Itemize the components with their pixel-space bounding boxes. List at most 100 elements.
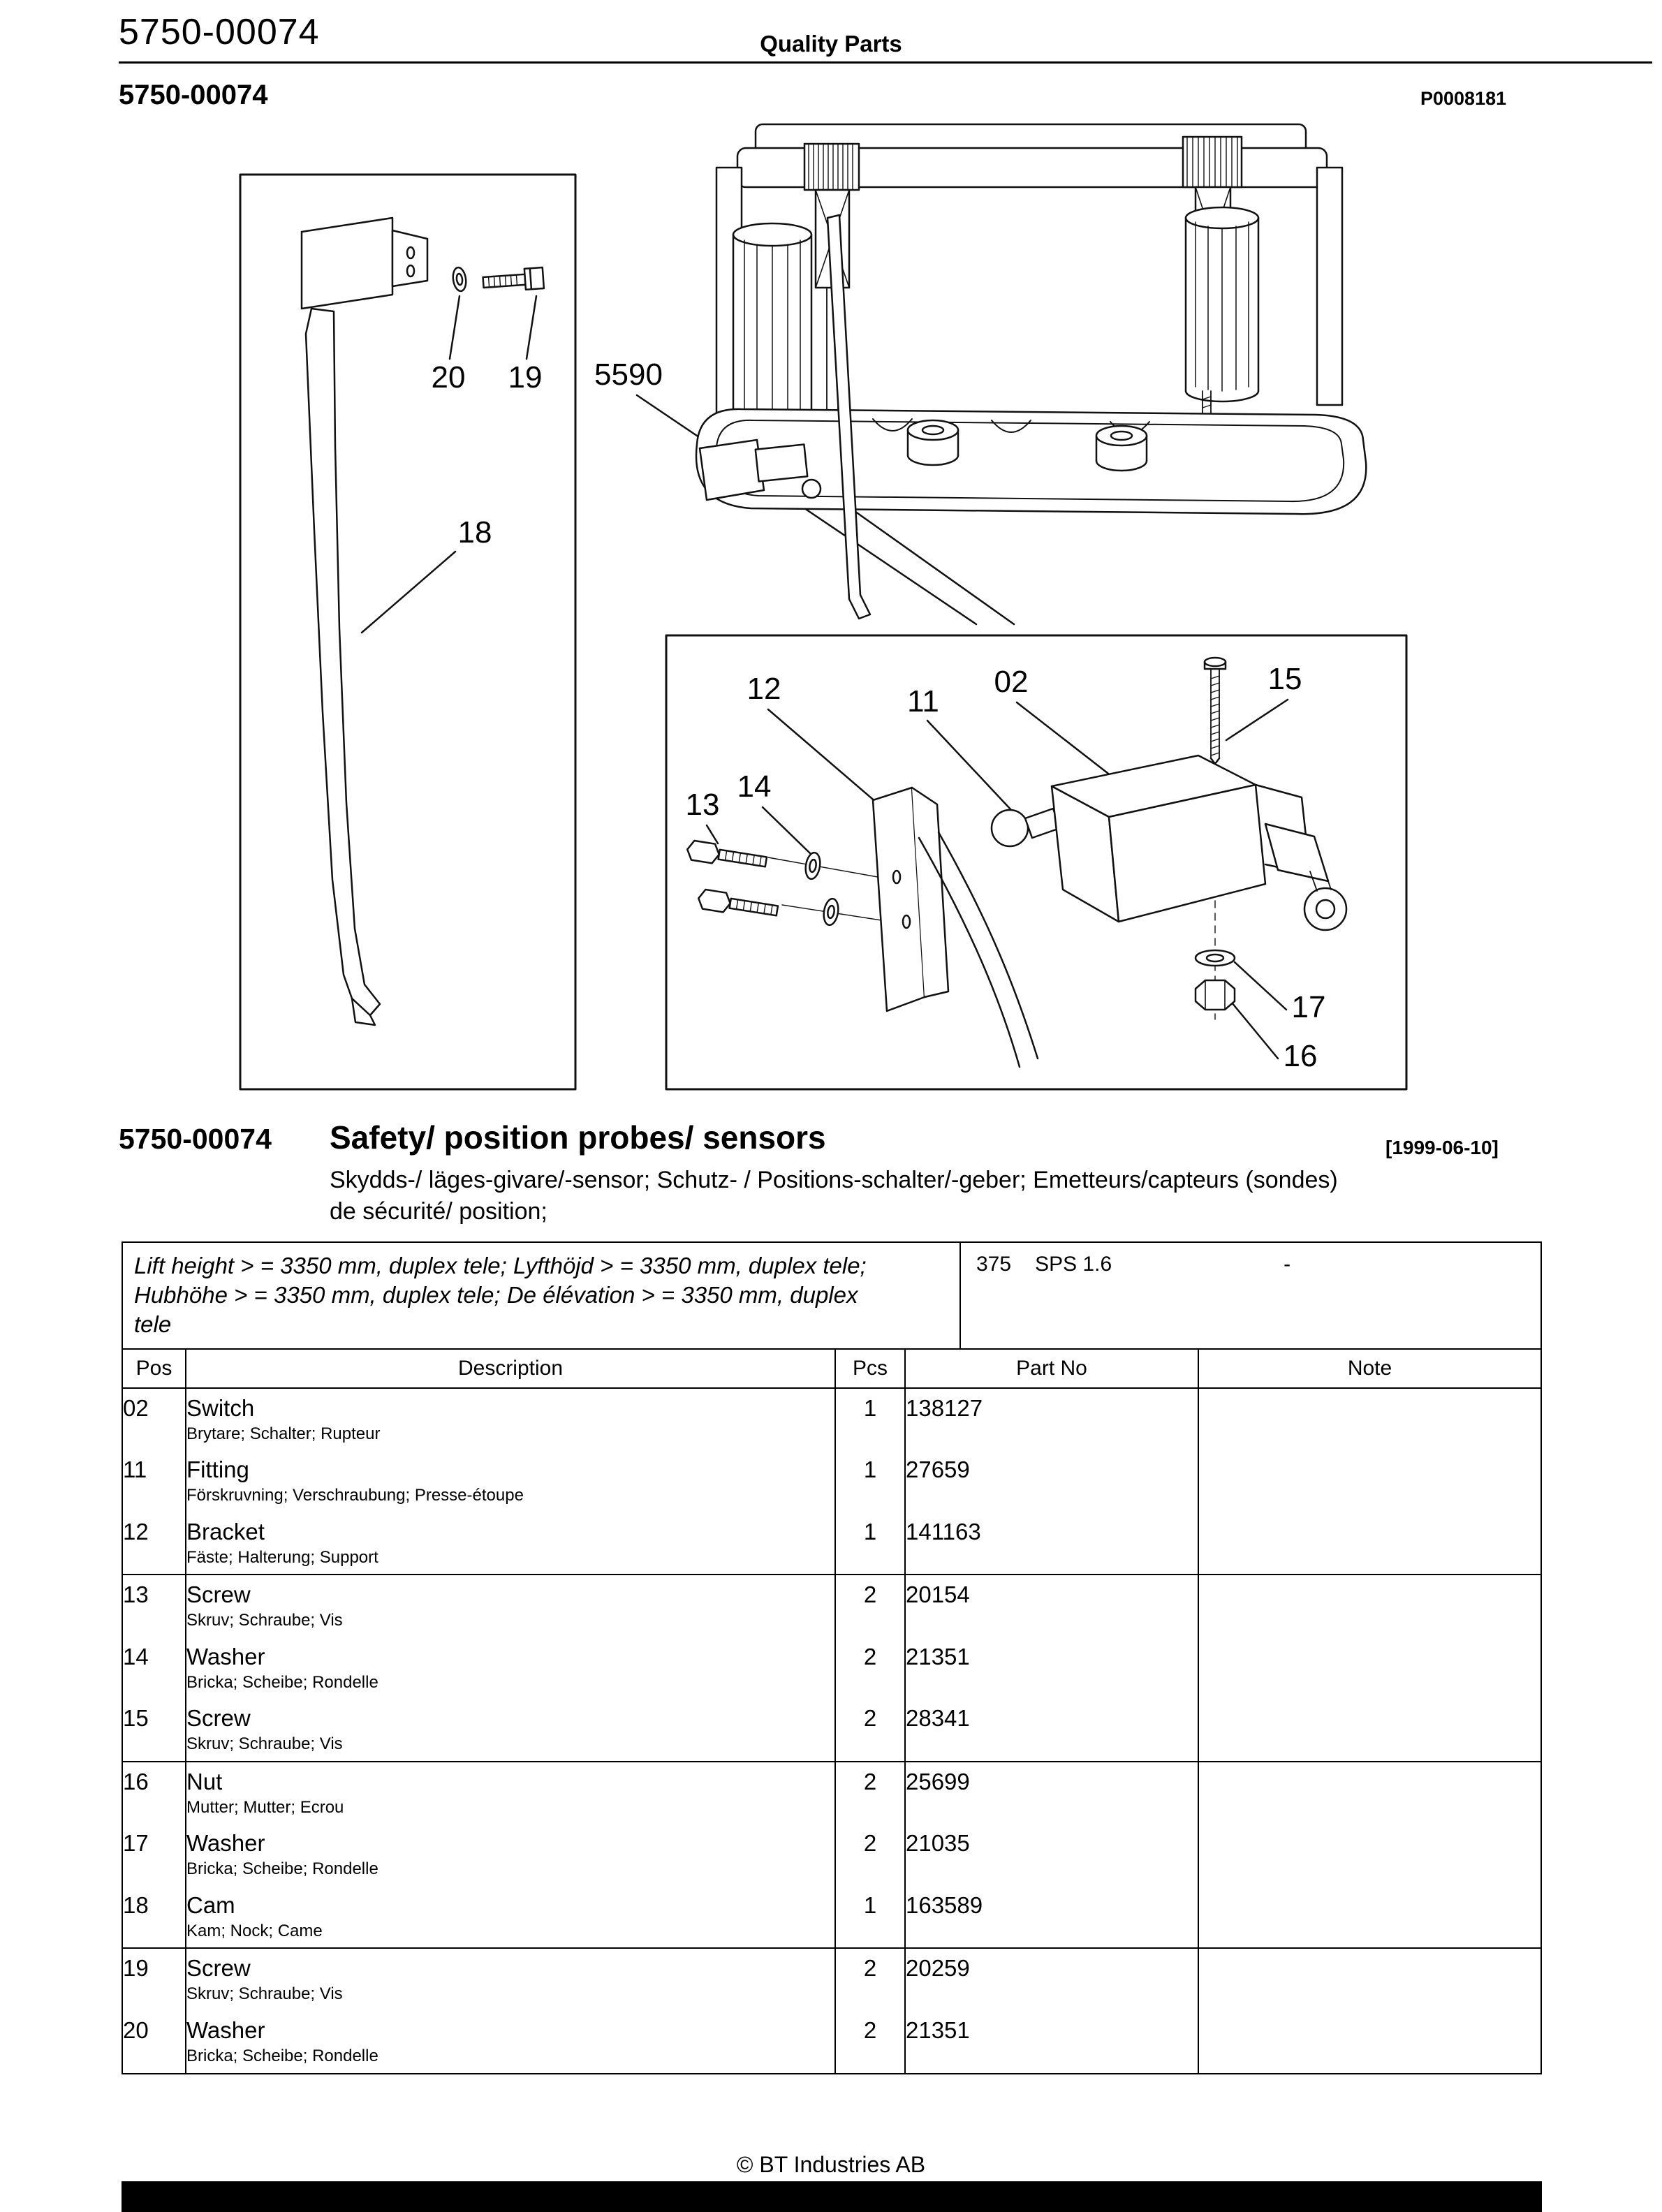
table-header-row: Pos Description Pcs Part No Note — [123, 1349, 1540, 1389]
header-part-no: Part No — [905, 1349, 1199, 1389]
exploded-view-drawing — [686, 656, 1348, 1068]
pos-cell: 02 — [123, 1387, 186, 1451]
table-row: 02 Switch Brytare; Schalter; Rupteur 1 1… — [123, 1387, 1540, 1451]
pos-cell: 20 — [123, 2011, 186, 2073]
part-no-cell: 21351 — [905, 1637, 1199, 1699]
pcs-cell: 1 — [835, 1450, 906, 1512]
part-no-cell: 138127 — [905, 1387, 1199, 1451]
description-sub: Bricka; Scheibe; Rondelle — [186, 1859, 378, 1879]
table-row: 16 Nut Mutter; Mutter; Ecrou 2 25699 — [123, 1761, 1540, 1824]
section-subtitle-line2: de sécurité/ position; — [330, 1197, 547, 1225]
part-no-cell: 163589 — [905, 1885, 1199, 1949]
parts-diagram — [239, 123, 1408, 1091]
callout-5590: 5590 — [594, 357, 663, 392]
pos-cell: 12 — [123, 1512, 186, 1576]
footer-copyright: © BT Industries AB — [736, 2152, 926, 2177]
screw-19-drawing — [482, 266, 545, 291]
description-main: Washer — [186, 1643, 265, 1669]
callout-02: 02 — [994, 665, 1029, 699]
pos-cell: 11 — [123, 1450, 186, 1512]
pcs-cell: 1 — [835, 1387, 906, 1451]
part-no-cell: 21351 — [905, 2011, 1199, 2073]
variant-row: Lift height > = 3350 mm, duplex tele; Ly… — [123, 1243, 1540, 1350]
description-cell: Screw Skruv; Schraube; Vis — [186, 1575, 836, 1637]
header-pos: Pos — [123, 1349, 186, 1389]
variant-line3: tele — [134, 1311, 172, 1338]
description-cell: Cam Kam; Nock; Came — [186, 1885, 836, 1949]
table-row: 12 Bracket Fäste; Halterung; Support 1 1… — [123, 1512, 1540, 1576]
assembly-drawing — [695, 123, 1367, 620]
header-note: Note — [1198, 1349, 1540, 1389]
image-reference-code: P0008181 — [1420, 88, 1507, 109]
description-main: Washer — [186, 2017, 265, 2044]
description-sub: Skruv; Schraube; Vis — [186, 1611, 343, 1630]
table-row: 14 Washer Bricka; Scheibe; Rondelle 2 21… — [123, 1637, 1540, 1699]
description-cell: Washer Bricka; Scheibe; Rondelle — [186, 1824, 836, 1886]
pcs-cell: 1 — [835, 1512, 906, 1576]
note-cell — [1198, 1450, 1540, 1512]
document-number-top: 5750-00074 — [119, 12, 320, 52]
footer-bar — [122, 2181, 1542, 2212]
description-cell: Screw Skruv; Schraube; Vis — [186, 1699, 836, 1762]
description-cell: Bracket Fäste; Halterung; Support — [186, 1512, 836, 1576]
description-sub: Skruv; Schraube; Vis — [186, 1984, 343, 2004]
callout-13: 13 — [685, 788, 720, 822]
part-no-cell: 25699 — [905, 1761, 1199, 1824]
callout-17: 17 — [1291, 990, 1326, 1024]
pos-cell: 15 — [123, 1699, 186, 1762]
callout-12: 12 — [747, 672, 781, 706]
header-description: Description — [186, 1349, 836, 1389]
pos-cell: 16 — [123, 1761, 186, 1824]
variant-note: - — [1284, 1253, 1291, 1276]
description-cell: Washer Bricka; Scheibe; Rondelle — [186, 2011, 836, 2073]
callout-11: 11 — [907, 684, 939, 718]
note-cell — [1198, 1948, 1540, 2011]
note-cell — [1198, 1885, 1540, 1949]
description-main: Switch — [186, 1394, 255, 1421]
description-sub: Kam; Nock; Came — [186, 1921, 323, 1940]
table-row: 18 Cam Kam; Nock; Came 1 163589 — [123, 1885, 1540, 1949]
cam-part-drawing — [300, 216, 429, 1026]
pcs-cell: 2 — [835, 1761, 906, 1824]
description-cell: Nut Mutter; Mutter; Ecrou — [186, 1761, 836, 1824]
callout-18: 18 — [457, 515, 492, 550]
description-sub: Skruv; Schraube; Vis — [186, 1734, 343, 1754]
description-sub: Mutter; Mutter; Ecrou — [186, 1797, 344, 1817]
description-main: Fitting — [186, 1457, 249, 1483]
description-cell: Screw Skruv; Schraube; Vis — [186, 1948, 836, 2012]
callout-16: 16 — [1283, 1039, 1318, 1073]
pos-cell: 14 — [123, 1637, 186, 1699]
note-cell — [1198, 2011, 1540, 2073]
pos-cell: 13 — [123, 1575, 186, 1637]
part-no-cell: 21035 — [905, 1824, 1199, 1886]
description-main: Nut — [186, 1768, 223, 1794]
part-no-cell: 27659 — [905, 1450, 1199, 1512]
parts-table: Lift height > = 3350 mm, duplex tele; Ly… — [122, 1241, 1542, 2074]
description-sub: Brytare; Schalter; Rupteur — [186, 1424, 381, 1443]
description-main: Cam — [186, 1892, 235, 1918]
part-no-cell: 28341 — [905, 1699, 1199, 1762]
pos-cell: 17 — [123, 1824, 186, 1886]
description-cell: Fitting Förskruvning; Verschraubung; Pre… — [186, 1450, 836, 1512]
pcs-cell: 2 — [835, 1699, 906, 1762]
callout-20: 20 — [431, 360, 466, 395]
pcs-cell: 2 — [835, 1824, 906, 1886]
pos-cell: 18 — [123, 1885, 186, 1949]
pcs-cell: 2 — [835, 2011, 906, 2073]
part-no-cell: 20154 — [905, 1575, 1199, 1637]
description-main: Washer — [186, 1830, 265, 1857]
variant-codes: 375 SPS 1.6 - — [961, 1243, 1540, 1348]
variant-description: Lift height > = 3350 mm, duplex tele; Ly… — [123, 1243, 961, 1348]
pcs-cell: 2 — [835, 1575, 906, 1637]
callout-14: 14 — [737, 769, 772, 804]
callout-15: 15 — [1267, 662, 1302, 696]
description-main: Bracket — [186, 1518, 265, 1544]
pcs-cell: 2 — [835, 1637, 906, 1699]
note-cell — [1198, 1699, 1540, 1762]
header-rule — [119, 61, 1652, 64]
washer-20-drawing — [452, 266, 467, 293]
description-main: Screw — [186, 1581, 251, 1608]
part-no-cell: 20259 — [905, 1948, 1199, 2012]
pcs-cell: 1 — [835, 1885, 906, 1949]
